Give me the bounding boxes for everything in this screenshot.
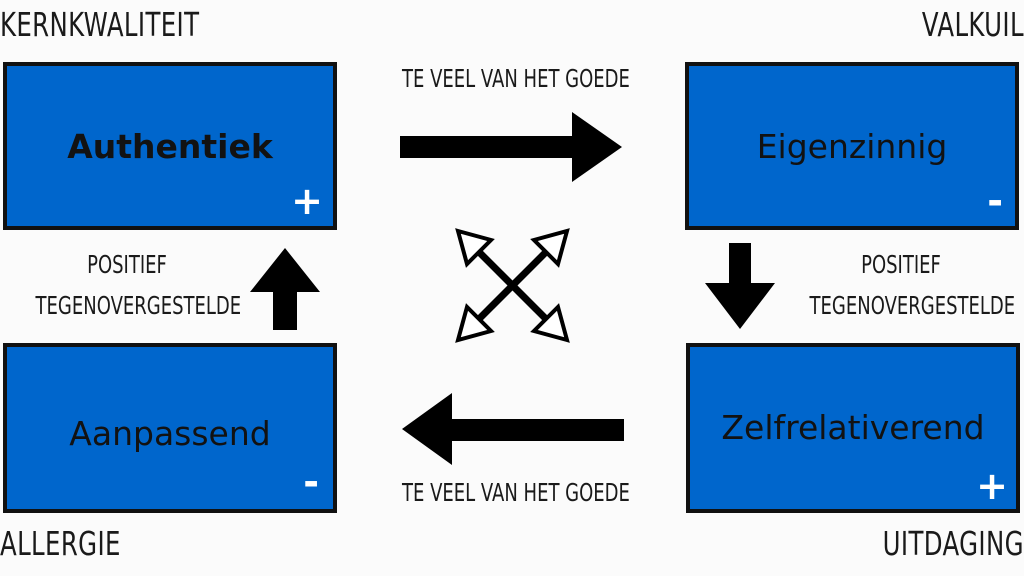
box-valkuil-text: Eigenzinnig: [756, 127, 948, 166]
label-left-line1: POSITIEF: [87, 250, 167, 279]
arrow-left-icon: [402, 393, 624, 465]
label-top-arrow: TE VEEL VAN HET GOEDE: [402, 64, 630, 93]
label-allergie: ALLERGIE: [0, 524, 121, 563]
label-right-line2: TEGENOVERGESTELDE: [809, 291, 1016, 320]
minus-sign: -: [987, 179, 1003, 223]
box-allergie: Aanpassend -: [3, 343, 337, 513]
plus-sign: +: [291, 179, 323, 223]
label-right-line1: POSITIEF: [861, 250, 941, 279]
box-uitdaging-text: Zelfrelativerend: [721, 408, 985, 447]
arrow-up-icon: [250, 248, 320, 330]
arrow-down-icon: [705, 243, 775, 329]
four-way-cross-arrows-icon: [455, 228, 570, 343]
box-kernkwaliteit: Authentiek +: [3, 62, 337, 230]
label-kernkwaliteit: KERNKWALITEIT: [0, 5, 200, 44]
box-allergie-text: Aanpassend: [69, 414, 271, 453]
arrow-right-icon: [400, 112, 622, 182]
box-valkuil: Eigenzinnig -: [685, 62, 1019, 230]
label-bottom-arrow: TE VEEL VAN HET GOEDE: [402, 478, 630, 507]
box-uitdaging: Zelfrelativerend +: [686, 343, 1020, 513]
label-left-line2: TEGENOVERGESTELDE: [35, 291, 242, 320]
label-uitdaging: UITDAGING: [882, 524, 1024, 563]
plus-sign: +: [976, 464, 1008, 508]
label-valkuil: VALKUIL: [921, 5, 1024, 44]
box-kernkwaliteit-text: Authentiek: [67, 127, 273, 166]
minus-sign: -: [303, 460, 319, 504]
